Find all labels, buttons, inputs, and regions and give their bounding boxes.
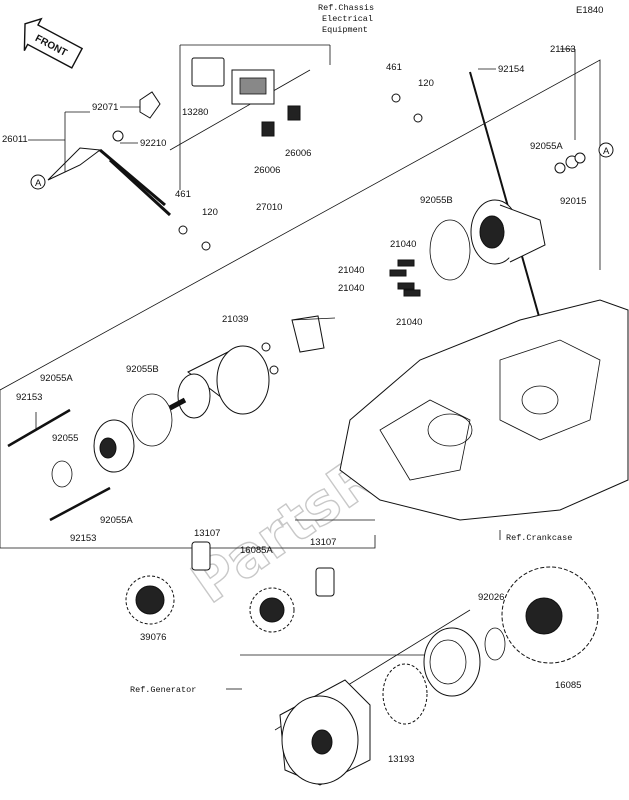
starter-cover-21163 [470, 152, 586, 265]
label-92154: 92154 [498, 64, 524, 75]
long-bolt-lower [49, 486, 111, 522]
crankcase [339, 299, 629, 521]
flywheel [279, 679, 371, 786]
label-92055B-top: 92055B [420, 195, 453, 206]
clutch-13193 [382, 627, 481, 725]
pin-13107-left [191, 541, 211, 571]
leader-lines [28, 48, 576, 540]
label-13280: 13280 [182, 107, 208, 118]
label-461-a: 461 [386, 62, 402, 73]
label-13193: 13193 [388, 754, 414, 765]
label-92210: 92210 [140, 138, 166, 149]
bolts [178, 71, 541, 321]
end-cover [51, 419, 135, 488]
label-13107-a: 13107 [194, 528, 220, 539]
part-labels: 92071 26011 92210 13280 26006 26006 2701… [2, 44, 586, 765]
label-92055B-mid: 92055B [126, 364, 159, 375]
ref-chassis-line1: Ref.Chassis [318, 3, 374, 13]
label-120-a: 120 [418, 78, 434, 89]
label-21163: 21163 [550, 44, 576, 55]
label-27010: 27010 [256, 202, 282, 213]
ref-chassis-line2: Electrical [322, 14, 373, 24]
callout-a-left: A [30, 174, 46, 190]
label-461-b: 461 [175, 189, 191, 200]
label-92026: 92026 [478, 592, 504, 603]
label-92153-a: 92153 [16, 392, 42, 403]
long-bolt-upper [7, 408, 71, 448]
oring-92055B-top [429, 219, 471, 281]
label-21039: 21039 [222, 314, 248, 325]
label-26006-a: 26006 [285, 148, 311, 159]
ref-chassis-line3: Equipment [322, 25, 368, 35]
label-21040-b: 21040 [338, 265, 364, 276]
ref-generator: Ref.Generator [130, 685, 196, 695]
brushes-21040 [261, 259, 421, 375]
gear-39076 [125, 575, 175, 625]
label-120-b: 120 [202, 207, 218, 218]
label-92055A-bottom: 92055A [100, 515, 133, 526]
label-92015: 92015 [560, 196, 586, 207]
relay-13280 [191, 57, 301, 137]
callout-a-right: A [598, 142, 614, 158]
label-92055: 92055 [52, 433, 78, 444]
label-16085A: 16085A [240, 545, 273, 556]
oring-92055B-mid [131, 393, 173, 447]
washer-92026 [484, 627, 506, 661]
label-92055A-left: 92055A [40, 373, 73, 384]
label-21040-c: 21040 [338, 283, 364, 294]
label-26006-b: 26006 [254, 165, 280, 176]
label-92055A-right: 92055A [530, 141, 563, 152]
front-arrow-icon: FRONT [23, 17, 84, 69]
lever-assembly [47, 91, 172, 217]
label-39076: 39076 [140, 632, 166, 643]
svg-text:A: A [603, 146, 610, 157]
label-21040-d: 21040 [396, 317, 422, 328]
gear-16085 [501, 566, 599, 664]
label-26011: 26011 [2, 134, 28, 145]
label-13107-b: 13107 [310, 537, 336, 548]
diagram-code: E1840 [576, 5, 603, 16]
label-16085: 16085 [555, 680, 581, 691]
gear-16085A [249, 587, 295, 633]
label-92153-b: 92153 [70, 533, 96, 544]
pin-13107-right [315, 567, 335, 597]
svg-text:A: A [35, 178, 42, 189]
ref-crankcase: Ref.Crankcase [506, 533, 572, 543]
label-92071: 92071 [92, 102, 118, 113]
starter-motor [168, 345, 270, 419]
label-21040-a: 21040 [390, 239, 416, 250]
